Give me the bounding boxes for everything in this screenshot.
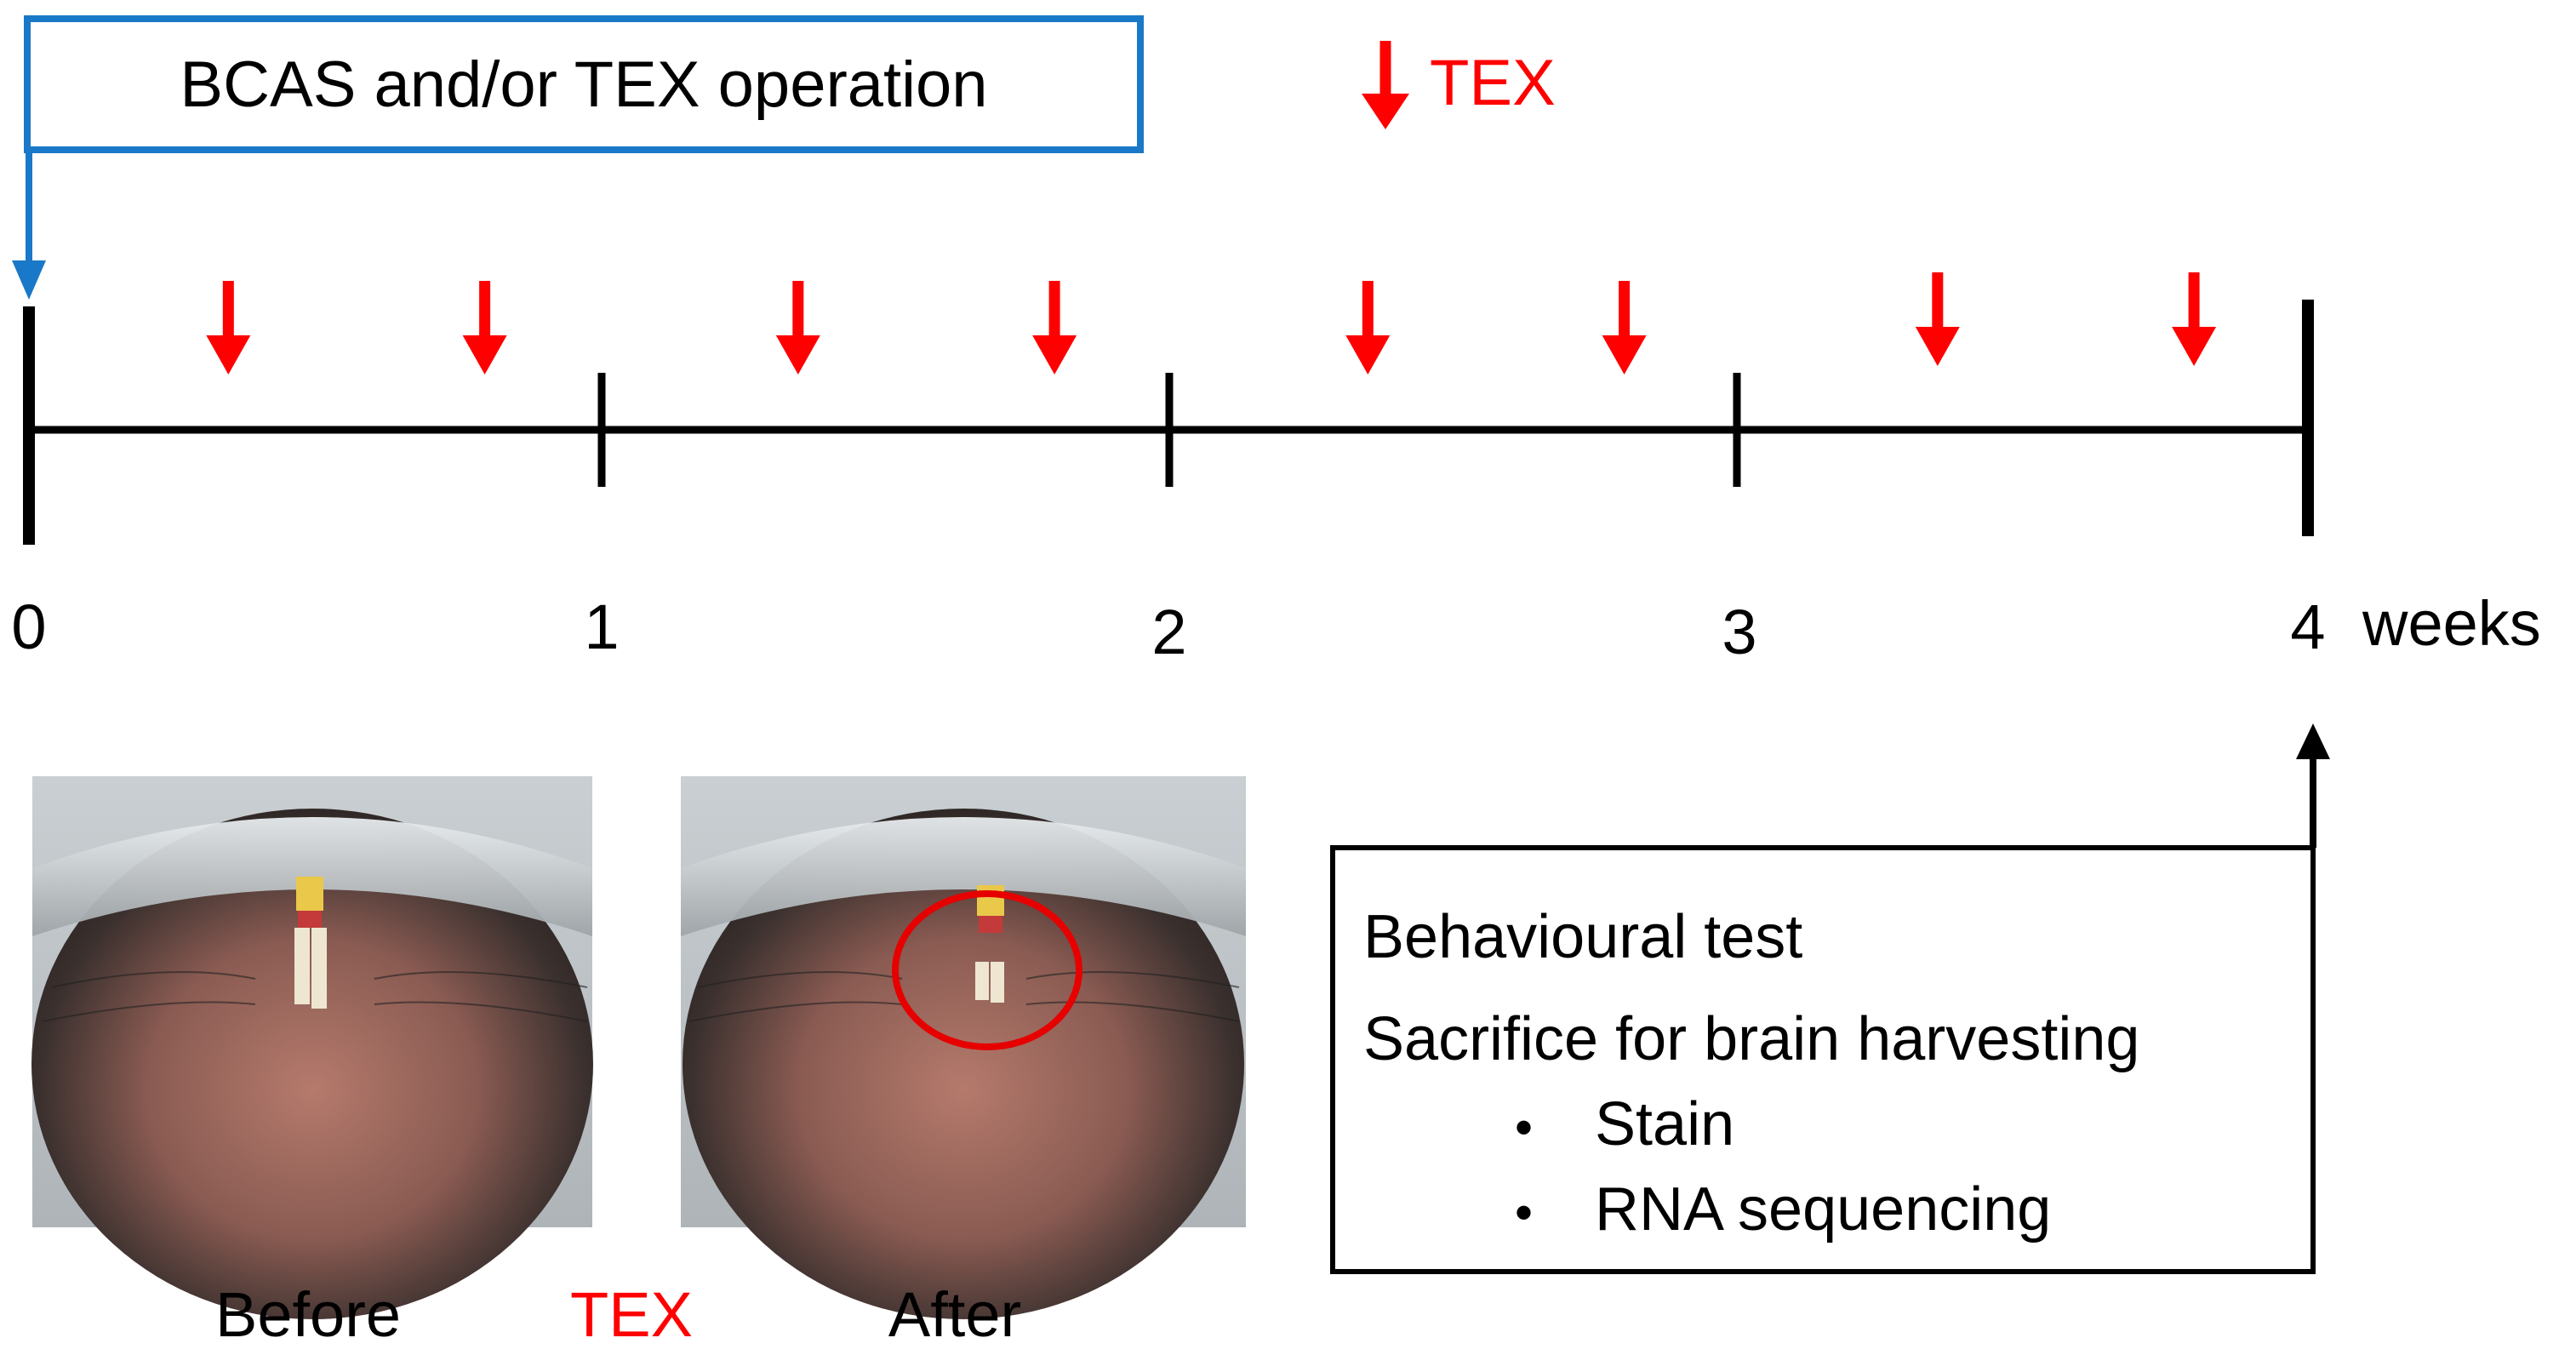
tick-label-4: 4 (2290, 592, 2325, 662)
bullet-dot-2: • (1515, 1184, 1533, 1241)
extraction-highlight-circle (892, 890, 1082, 1050)
tick-label-1: 1 (584, 592, 619, 662)
tex-arrow-icon (1032, 281, 1077, 374)
timeline-tick-labels: 0 1 2 3 4 weeks (11, 588, 2540, 667)
tex-arrows (206, 272, 2217, 374)
tex-legend: TEX (1362, 41, 1556, 129)
tex-legend-arrow-icon (1362, 41, 1409, 129)
tex-arrow-icon (1602, 281, 1647, 374)
tick-label-2: 2 (1151, 597, 1186, 667)
tex-arrow-icon (2172, 272, 2217, 366)
operation-box: BCAS and/or TEX operation (24, 15, 1144, 153)
tex-arrow-icon (462, 281, 507, 374)
timeline-axis (23, 300, 2314, 545)
operation-arrow-icon (12, 146, 46, 300)
bullet-dot-1: • (1515, 1099, 1533, 1156)
endpoint-line-sacrifice: Sacrifice for brain harvesting (1363, 1005, 2139, 1073)
endpoint-line-behavioural: Behavioural test (1363, 903, 1802, 971)
photo-captions: Before TEX After (215, 1279, 1021, 1350)
endpoint-bullet-rna: RNA sequencing (1595, 1175, 2051, 1244)
tick-label-0: 0 (11, 592, 46, 662)
after-caption: After (888, 1279, 1021, 1350)
photo-after (681, 776, 1246, 1319)
weeks-unit-label: weeks (2362, 588, 2541, 659)
photo-before (31, 776, 593, 1319)
tex-arrow-icon (1345, 281, 1391, 374)
endpoint-bullet-stain: Stain (1595, 1090, 1734, 1158)
tex-legend-label: TEX (1430, 47, 1556, 119)
tex-caption: TEX (570, 1279, 693, 1350)
operation-box-label: BCAS and/or TEX operation (180, 49, 987, 121)
tick-label-3: 3 (1722, 597, 1756, 667)
tex-arrow-icon (1915, 272, 1960, 366)
tex-arrow-icon (206, 281, 251, 374)
endpoint-box: Behavioural test Sacrifice for brain har… (1330, 845, 2316, 1274)
endpoint-arrow-icon (2296, 723, 2330, 848)
tex-arrow-icon (775, 281, 820, 374)
before-caption: Before (215, 1279, 401, 1350)
